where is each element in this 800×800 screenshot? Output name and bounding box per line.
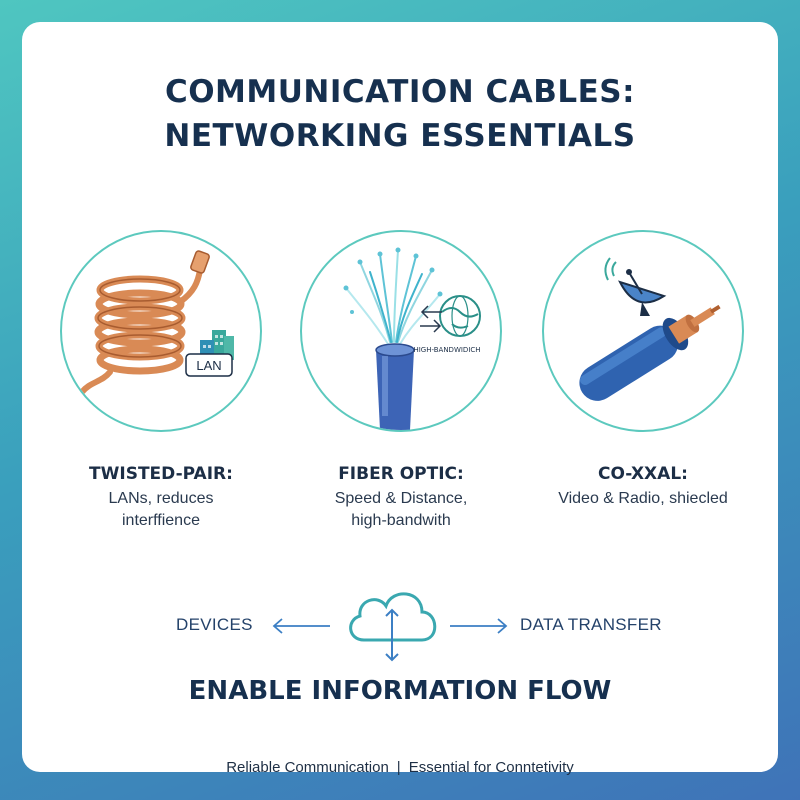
satellite-dish-icon: [604, 257, 667, 316]
coiled-cable-icon: LAN: [79, 250, 234, 395]
fiber-optic-desc-line-2: high-bandwith: [351, 512, 451, 529]
high-bandwidth-label: HIGH-BANDWIDICH: [413, 346, 480, 354]
twisted-pair-desc: LANs, reduces interffience: [56, 488, 266, 532]
page-title: COMMUNICATION CABLES: NETWORKING ESSENTI…: [22, 70, 778, 158]
coaxial-desc-line-1: Video & Radio, shiecled: [558, 490, 728, 507]
fiber-optic-desc-line-1: Speed & Distance,: [334, 490, 468, 507]
devices-label: DEVICES: [176, 615, 253, 634]
footer: Reliable Communication | Essential for Con…: [22, 759, 778, 776]
coaxial-desc: Video & Radio, shiecled: [538, 488, 748, 510]
twisted-pair-circle: LAN: [60, 230, 262, 432]
coaxial-circle: [542, 230, 744, 432]
twisted-pair-name: TWISTED-PAIR:: [89, 464, 233, 484]
cable-fiber-optic: HIGH-BANDWIDICH FIBER OPTIC: Speed & Dis…: [296, 230, 506, 532]
footer-separator: |: [396, 759, 401, 776]
cloud-icon: [349, 592, 437, 662]
lan-badge: LAN: [196, 358, 221, 373]
fiber-optic-name: FIBER OPTIC:: [338, 464, 464, 484]
twisted-pair-desc-line-1: LANs, reduces: [108, 490, 214, 507]
coaxial-cable-icon: [579, 257, 721, 401]
infographic-card: COMMUNICATION CABLES: NETWORKING ESSENTI…: [22, 22, 778, 776]
title-line-1: COMMUNICATION CABLES:: [164, 74, 636, 110]
left-arrow-icon: [272, 618, 330, 634]
title-line-2: NETWORKING ESSENTIALS: [164, 118, 636, 154]
right-arrow-icon: [450, 618, 508, 634]
enable-information-flow-heading: ENABLE INFORMATION FLOW: [188, 676, 612, 706]
cable-twisted-pair: LAN TWISTED-PAIR: LANs, reduces interffi…: [56, 230, 266, 532]
fiber-optic-icon: HIGH-BANDWIDICH: [343, 247, 481, 430]
coaxial-name: CO-XXAL:: [598, 464, 688, 484]
fiber-optic-circle: HIGH-BANDWIDICH: [300, 230, 502, 432]
data-transfer-label: DATA TRANSFER: [520, 615, 662, 634]
cable-coaxial: CO-XXAL: Video & Radio, shiecled: [538, 230, 748, 510]
twisted-pair-desc-line-2: interffience: [122, 512, 200, 529]
fiber-optic-desc: Speed & Distance, high-bandwith: [296, 488, 506, 532]
footer-right: Essential for Conntetivity: [408, 759, 574, 776]
footer-left: Reliable Communication: [226, 759, 389, 776]
